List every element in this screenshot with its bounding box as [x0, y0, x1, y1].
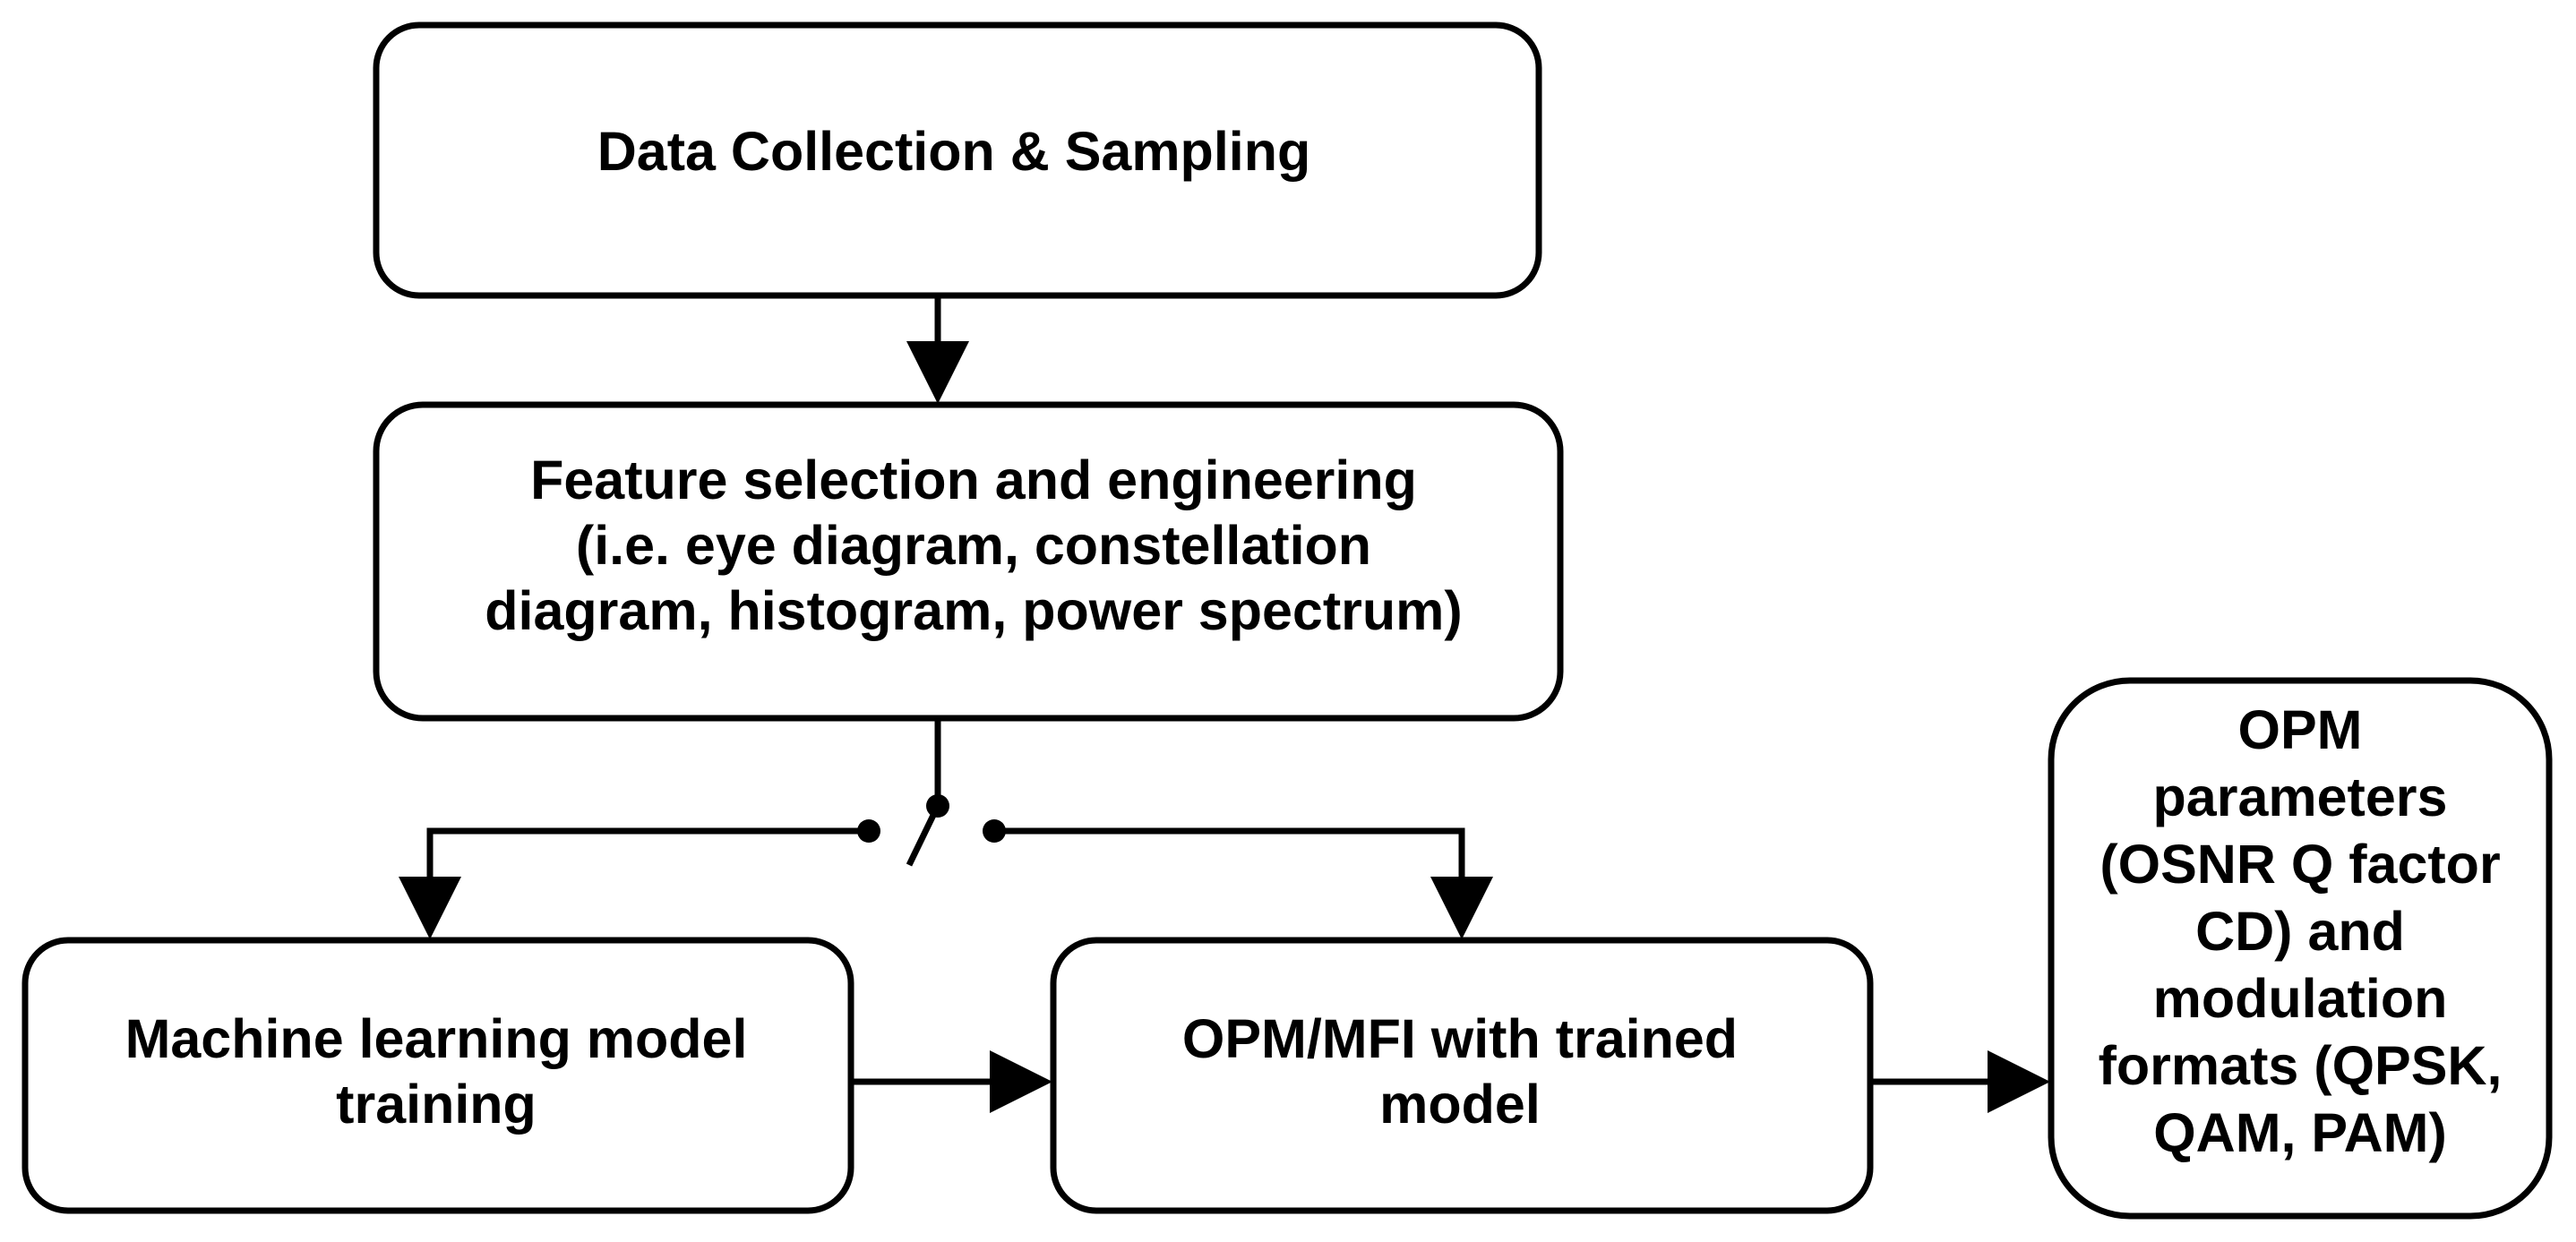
- label-opm-params-line-5: modulation: [2153, 968, 2448, 1029]
- label-opm-params-line-4: CD) and: [2195, 901, 2405, 962]
- label-training-line-1: Machine learning model: [125, 1008, 748, 1069]
- switch-blade: [906, 804, 941, 867]
- label-opm-mfi-line-2: model: [1379, 1074, 1541, 1135]
- box-feature-selection: [373, 401, 1564, 722]
- arrow-switch-to-opm-mfi: [994, 827, 1493, 939]
- label-opm-mfi-line-1: OPM/MFI with trained: [1182, 1008, 1738, 1069]
- box-opm-parameters: [2048, 677, 2553, 1220]
- label-opm-params-line-1: OPM: [2238, 699, 2363, 760]
- box-ml-training: [21, 937, 854, 1214]
- label-opm-params-line-6: formats (QPSK,: [2099, 1035, 2503, 1096]
- label-feature-line-1: Feature selection and engineering: [530, 450, 1417, 510]
- arrow-switch-to-training: [399, 827, 869, 939]
- label-feature-line-2: (i.e. eye diagram, constellation: [576, 515, 1371, 576]
- label-opm-params-line-3: (OSNR Q factor: [2099, 834, 2500, 895]
- label-data-collection: Data Collection & Sampling: [597, 121, 1311, 182]
- label-opm-params-line-7: QAM, PAM): [2153, 1102, 2447, 1163]
- label-training-line-2: training: [336, 1074, 537, 1135]
- box-data-collection: [373, 21, 1542, 299]
- box-opm-mfi: [1050, 937, 1874, 1214]
- label-feature-line-3: diagram, histogram, power spectrum): [485, 580, 1462, 641]
- label-opm-params-line-2: parameters: [2153, 767, 2448, 827]
